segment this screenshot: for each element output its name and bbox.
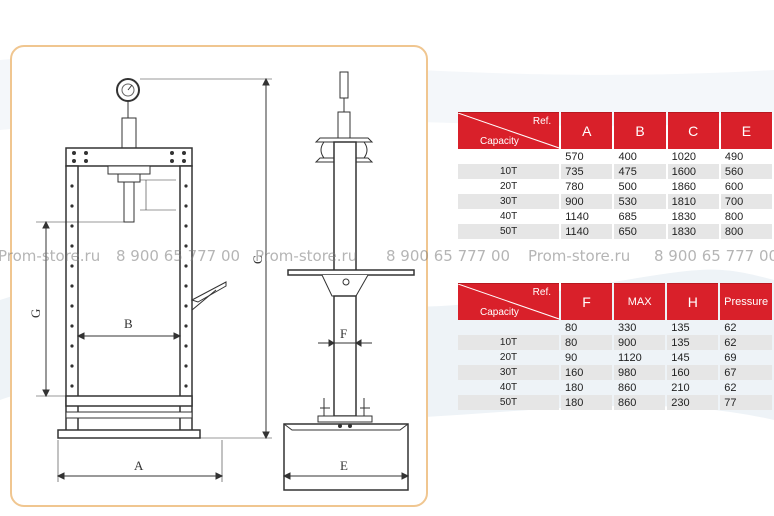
ref-capacity-header: Ref. Capacity	[458, 112, 560, 149]
table-row: 30T 900 530 1810 700	[458, 194, 772, 209]
table-row: 20T 90 1120 145 69	[499, 351, 737, 364]
col-header-e: E	[720, 112, 772, 149]
dim-label-b: B	[124, 316, 133, 331]
col-header-c: C	[667, 112, 719, 149]
dim-label-c: C	[250, 255, 265, 264]
capacity-label: Capacity	[480, 136, 519, 147]
dim-label-g: G	[28, 309, 43, 318]
performance-table: Ref. Capacity F MAX H Pressure 80 330 13…	[456, 283, 774, 410]
dim-label-f: F	[340, 326, 347, 341]
table-row: 20T 780 500 1860 600	[499, 180, 744, 193]
table-row: 10T 735 475 1600 560	[458, 164, 772, 179]
table-row: 10T 80 900 135 62	[458, 335, 772, 350]
watermark-site: Prom-store.ru	[255, 247, 358, 265]
table-row: 50T 1140 650 1830 800	[458, 224, 772, 239]
watermark-phone: 8 900 65 777 00	[654, 247, 774, 265]
ref-capacity-header: Ref. Capacity	[458, 283, 560, 320]
watermark-site: Prom-store.ru	[0, 247, 101, 265]
watermark-phone: 8 900 65 777 00	[386, 247, 511, 265]
table-row: 570 400 1020 490	[565, 150, 744, 163]
side-view: F E	[282, 71, 415, 491]
ref-label: Ref.	[532, 287, 552, 298]
table-row: 50T 180 860 230 77	[458, 395, 772, 410]
capacity-label: Capacity	[480, 307, 519, 318]
table-row: 40T 180 860 210 62	[499, 381, 737, 394]
col-header-b: B	[614, 112, 666, 149]
watermark-site: Prom-store.ru	[528, 247, 631, 265]
col-header-pressure: Pressure	[720, 283, 772, 320]
front-view: B G A C	[28, 77, 272, 482]
table-row: 40T 1140 685 1830 800	[499, 210, 744, 223]
col-header-h: H	[667, 283, 719, 320]
dimensions-table: Ref. Capacity A B C E 570 400 1020 490 1…	[456, 112, 774, 239]
ref-label: Ref.	[532, 116, 552, 127]
dim-label-a: A	[134, 458, 144, 473]
col-header-a: A	[561, 112, 613, 149]
table-row: 80 330 135 62	[565, 321, 737, 334]
watermark-phone: 8 900 65 777 00	[116, 247, 241, 265]
dim-label-e: E	[340, 458, 348, 473]
col-header-f: F	[561, 283, 613, 320]
table-row: 30T 160 980 160 67	[458, 365, 772, 380]
col-header-max: MAX	[614, 283, 666, 320]
watermark: Prom-store.ru 8 900 65 777 00 Prom-store…	[0, 247, 774, 269]
